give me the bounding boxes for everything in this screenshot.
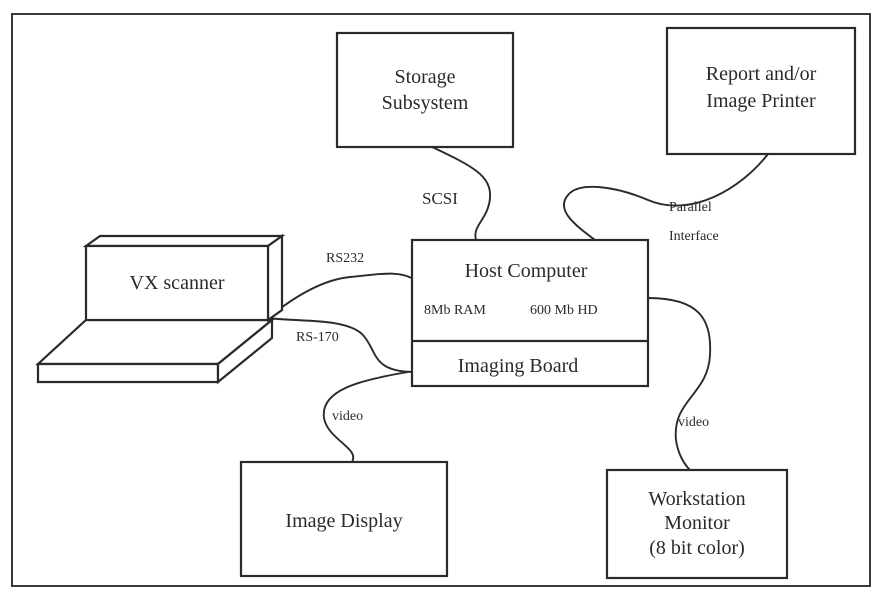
printer-label-line1: Report and/or [706,63,817,85]
storage-subsystem-node: Storage Subsystem [337,33,513,147]
scanner-side-face [268,236,282,320]
monitor-label-line1: Workstation [648,488,745,510]
storage-label-line1: Storage [394,66,455,88]
scanner-base-front [38,364,218,382]
rs232-label: RS232 [326,251,364,266]
storage-subsystem-box [337,33,513,147]
printer-node: Report and/or Image Printer [667,28,855,154]
rs170-label: RS-170 [296,330,339,345]
monitor-label-line2: Monitor [664,512,730,534]
video-label-left: video [332,409,363,424]
scanner-label: VX scanner [130,272,225,294]
storage-label-line2: Subsystem [382,92,469,114]
host-ram-label: 8Mb RAM [424,303,486,318]
parallel-cable [564,154,768,240]
host-computer-title: Host Computer [465,260,588,282]
image-display-label: Image Display [285,510,402,532]
rs170-cable [268,318,415,372]
rs232-cable [268,274,415,318]
parallel-label-line2: Interface [669,229,719,244]
video-cable-right [648,298,710,470]
video-label-right: video [678,415,709,430]
scanner-top-face [86,236,282,246]
host-computer-node: Host Computer 8Mb RAM 600 Mb HD Imaging … [412,240,648,386]
image-display-node: Image Display [241,462,447,576]
vx-scanner-node: VX scanner [38,236,282,382]
workstation-monitor-node: Workstation Monitor (8 bit color) [607,470,787,578]
parallel-label-line1: Parallel [669,200,712,215]
host-hd-label: 600 Mb HD [530,303,598,318]
scsi-label: SCSI [422,189,458,208]
monitor-label-line3: (8 bit color) [649,537,745,559]
printer-label-line2: Image Printer [706,90,816,112]
imaging-board-label: Imaging Board [458,355,579,377]
